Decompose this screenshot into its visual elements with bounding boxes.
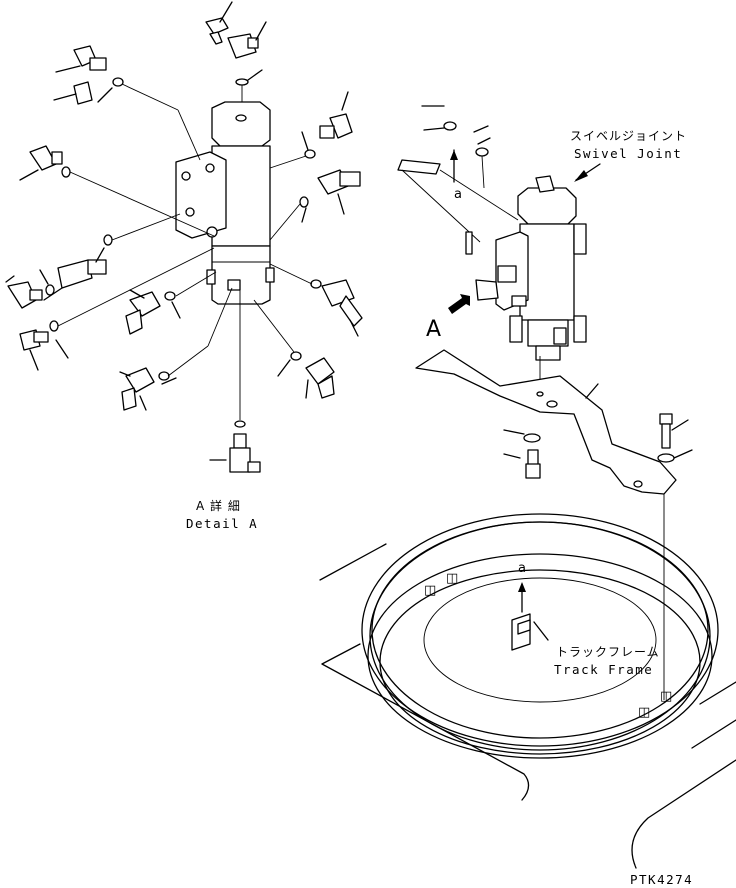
detail-top-fittings bbox=[205, 1, 267, 102]
main-assembly-group: a スイベルジョイント Swivel Joint bbox=[319, 105, 736, 869]
bolts-washers bbox=[503, 413, 693, 700]
detail-a-label-en: Detail A bbox=[186, 516, 258, 531]
detail-lower-left-fittings bbox=[119, 271, 233, 411]
track-frame-label-en: Track Frame bbox=[554, 662, 653, 677]
swivel-joint-callout: スイベルジョイント Swivel Joint bbox=[570, 129, 687, 182]
swivel-joint-label-en: Swivel Joint bbox=[574, 146, 682, 161]
track-frame: ◫ ◫ ◫ ◫ a bbox=[319, 513, 736, 869]
mark-a-small: a bbox=[454, 187, 462, 202]
view-arrow-label: A bbox=[426, 317, 441, 342]
detail-left-fittings bbox=[5, 145, 215, 371]
detail-swivel-body bbox=[175, 101, 275, 305]
swivel-joint-label-jp: スイベルジョイント bbox=[570, 129, 687, 143]
detail-upper-left-fittings bbox=[53, 45, 201, 161]
detail-a-label-jp: A 詳 細 bbox=[196, 498, 241, 513]
detail-a-group: A 詳 細 Detail A bbox=[5, 1, 363, 531]
hole-mark-2: ◫ bbox=[446, 571, 458, 586]
track-frame-callout: トラックフレーム Track Frame bbox=[533, 621, 660, 677]
hole-mark-3: ◫ bbox=[638, 705, 650, 720]
mark-a-frame: a bbox=[518, 561, 526, 576]
mounting-bracket bbox=[415, 349, 677, 495]
part-code: PTK4274 bbox=[630, 872, 693, 887]
view-arrow-a: A bbox=[426, 294, 470, 342]
hole-mark-4: ◫ bbox=[660, 689, 672, 704]
retainer-plate-parts: a bbox=[397, 105, 519, 255]
hole-mark-1: ◫ bbox=[424, 583, 436, 598]
track-frame-label-jp: トラックフレーム bbox=[556, 645, 660, 659]
detail-right-fittings bbox=[253, 91, 363, 399]
swivel-joint bbox=[475, 175, 587, 361]
detail-bottom-fitting bbox=[209, 290, 261, 473]
